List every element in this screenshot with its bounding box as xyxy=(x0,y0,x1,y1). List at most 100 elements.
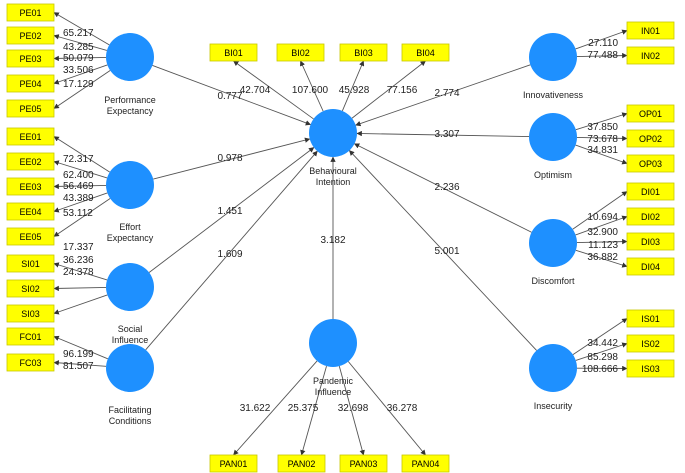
latent-construct-node[interactable] xyxy=(106,263,154,311)
indicator-box[interactable] xyxy=(209,454,258,473)
indicator-box[interactable] xyxy=(626,334,675,353)
indicator-box[interactable] xyxy=(6,49,55,68)
latent-label: Influence xyxy=(315,387,352,397)
indicator-box[interactable] xyxy=(626,46,675,65)
latent-construct-node[interactable] xyxy=(106,33,154,81)
indicator-box[interactable] xyxy=(626,154,675,173)
loading-weight-label: 27.110 xyxy=(588,38,618,49)
indicator-label: PE04 xyxy=(19,79,41,89)
indicator-label: PE01 xyxy=(19,8,41,18)
indicator-box[interactable] xyxy=(6,327,55,346)
indicator-box[interactable] xyxy=(6,279,55,298)
path-arrow xyxy=(349,150,537,351)
loading-weight-label: 50.079 xyxy=(63,53,94,64)
indicator-label: OP02 xyxy=(639,134,662,144)
latent-label: Facilitating xyxy=(108,405,151,415)
loading-arrow xyxy=(53,192,108,213)
indicator-box[interactable] xyxy=(6,202,55,221)
indicator-box[interactable] xyxy=(339,454,388,473)
indicator-box[interactable] xyxy=(6,3,55,22)
indicator-box[interactable] xyxy=(277,454,326,473)
indicator-box[interactable] xyxy=(276,43,325,62)
loading-arrow xyxy=(53,64,108,85)
indicator-box[interactable] xyxy=(6,26,55,45)
indicator-box[interactable] xyxy=(6,152,55,171)
loading-arrow xyxy=(53,70,111,109)
indicator-label: PAN01 xyxy=(220,459,248,469)
indicator-box[interactable] xyxy=(401,43,450,62)
indicator-box[interactable] xyxy=(626,309,675,328)
latent-construct-node[interactable] xyxy=(309,319,357,367)
latent-label: Intention xyxy=(316,177,351,187)
indicator-box[interactable] xyxy=(626,257,675,276)
loading-weight-label: 45.928 xyxy=(339,85,370,96)
indicator-box[interactable] xyxy=(6,99,55,118)
latent-label: Pandemic xyxy=(313,376,354,386)
latent-construct-node[interactable] xyxy=(529,113,577,161)
latent-label: Expectancy xyxy=(107,233,154,243)
indicator-box[interactable] xyxy=(6,353,55,372)
loading-weight-label: 43.285 xyxy=(63,42,94,53)
path-arrow xyxy=(353,143,532,233)
indicator-box[interactable] xyxy=(339,43,388,62)
loading-weight-label: 72.317 xyxy=(63,154,94,165)
loading-arrow xyxy=(53,285,107,292)
loading-arrow xyxy=(575,342,628,361)
indicator-box[interactable] xyxy=(626,207,675,226)
loading-arrow xyxy=(575,112,628,131)
indicator-label: FC01 xyxy=(19,332,41,342)
loading-weight-label: 65.217 xyxy=(63,28,94,39)
indicator-box[interactable] xyxy=(6,74,55,93)
loading-weight-label: 31.622 xyxy=(240,403,271,414)
indicator-box[interactable] xyxy=(6,127,55,146)
loading-weight-label: 34.831 xyxy=(587,145,618,156)
indicator-box[interactable] xyxy=(6,254,55,273)
latent-construct-node[interactable] xyxy=(529,219,577,267)
indicator-label: EE05 xyxy=(19,232,41,242)
indicator-box[interactable] xyxy=(6,304,55,323)
indicator-label: IS03 xyxy=(641,364,660,374)
indicator-box[interactable] xyxy=(6,177,55,196)
loading-weight-label: 42.704 xyxy=(240,85,271,96)
indicator-label: IS01 xyxy=(641,314,660,324)
loading-weight-label: 81.507 xyxy=(63,361,94,372)
latent-construct-node[interactable] xyxy=(529,33,577,81)
indicator-label: IN02 xyxy=(641,51,660,61)
indicator-box[interactable] xyxy=(626,21,675,40)
loading-arrow xyxy=(576,135,628,142)
indicator-label: EE03 xyxy=(19,182,41,192)
indicator-box[interactable] xyxy=(626,104,675,123)
loading-weight-label: 108.666 xyxy=(582,364,619,375)
loading-arrow xyxy=(576,52,628,59)
latent-construct-node[interactable] xyxy=(529,344,577,392)
loading-arrow xyxy=(53,136,111,173)
indicator-label: FC03 xyxy=(19,358,41,368)
indicator-label: EE02 xyxy=(19,157,41,167)
indicator-box[interactable] xyxy=(209,43,258,62)
indicator-box[interactable] xyxy=(626,359,675,378)
path-coefficient-label: 3.307 xyxy=(434,129,459,140)
path-coefficient-label: 1.451 xyxy=(217,206,242,217)
latent-construct-node[interactable] xyxy=(106,344,154,392)
loading-arrow xyxy=(233,60,314,120)
indicator-box[interactable] xyxy=(6,227,55,246)
indicator-label: OP01 xyxy=(639,109,662,119)
loading-weight-label: 73.678 xyxy=(587,134,618,145)
loading-arrow xyxy=(575,215,628,236)
latent-construct-node[interactable] xyxy=(106,161,154,209)
indicator-box[interactable] xyxy=(626,232,675,251)
indicator-box[interactable] xyxy=(626,129,675,148)
latent-construct-node[interactable] xyxy=(309,109,357,157)
latent-label: Discomfort xyxy=(531,276,575,286)
indicator-box[interactable] xyxy=(401,454,450,473)
loading-weight-label: 25.375 xyxy=(288,403,319,414)
path-arrow xyxy=(148,147,315,273)
indicator-label: IN01 xyxy=(641,26,660,36)
indicator-label: PE02 xyxy=(19,31,41,41)
indicator-label: BI01 xyxy=(224,48,243,58)
loading-arrow xyxy=(53,55,107,62)
loading-weight-label: 32.900 xyxy=(587,227,618,238)
indicator-box[interactable] xyxy=(626,182,675,201)
path-coefficient-label: 1.609 xyxy=(217,249,242,260)
indicator-label: EE01 xyxy=(19,132,41,142)
